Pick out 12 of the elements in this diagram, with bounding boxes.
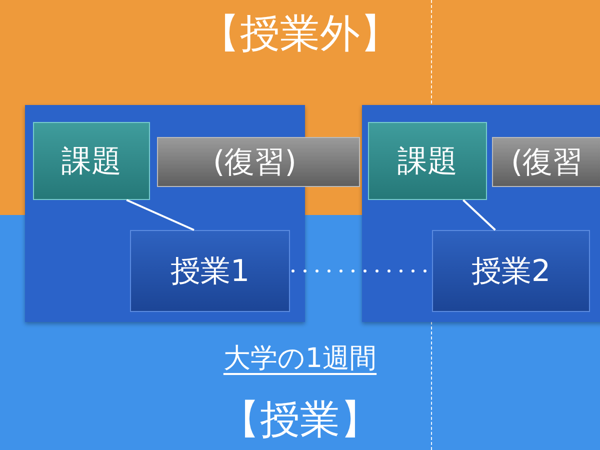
- connector-line: [462, 199, 496, 231]
- panel: [362, 105, 600, 322]
- task-box: 課題: [33, 122, 150, 200]
- connector-line: [126, 199, 194, 231]
- review-bar: (復習: [492, 137, 600, 187]
- band-heading: 【授業】: [220, 396, 380, 445]
- lesson-box: 授業2: [432, 230, 590, 312]
- band-heading: 【授業外】: [200, 10, 400, 59]
- review-bar: (復習): [157, 137, 360, 187]
- caption-text: 大学の1週間: [223, 342, 377, 376]
- task-box: 課題: [368, 122, 487, 200]
- lesson-box: 授業1: [130, 230, 290, 312]
